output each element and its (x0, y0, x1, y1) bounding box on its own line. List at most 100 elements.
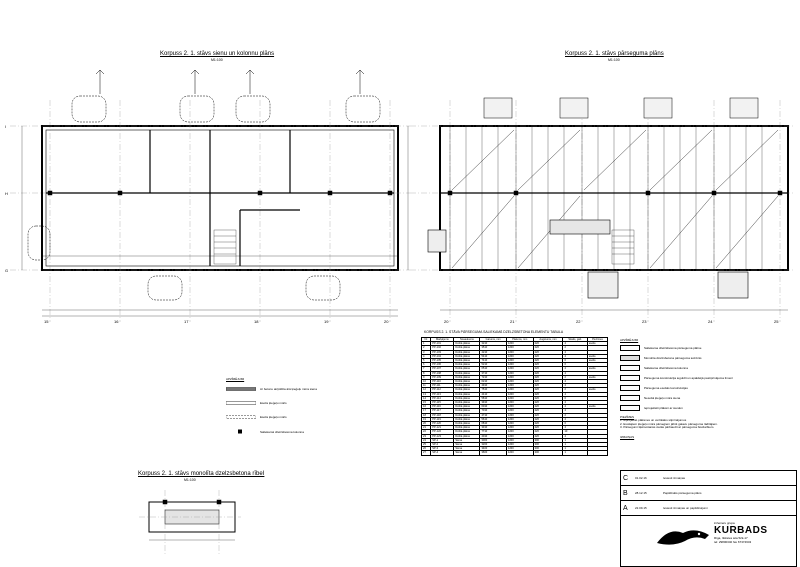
company-name: KURBADS (714, 525, 768, 536)
revision-mark: A (623, 504, 628, 512)
note-item: 1. Ieprojektēt plāksnes un vertikālos st… (620, 418, 687, 422)
legend-right-item: Pārseguma esošās konstrukcijas (620, 385, 795, 391)
legend-right-label: Saliekama dzelzsbetona pārseguma plātne (644, 346, 702, 350)
element-table: Nr. Marķējums Nosaukums Garums, mm Platu… (420, 336, 609, 456)
table-cell (586, 450, 609, 456)
kurbads-logo-icon (657, 530, 709, 545)
axis-col-label: 25 (774, 319, 779, 324)
axis-row-label: H (5, 191, 8, 196)
table-header-row: Nr. Marķējums Nosaukums Garums, mm Platu… (420, 336, 609, 343)
legend-right-item: Pārseguma konstrukcija ieguldīt un apakš… (620, 375, 795, 381)
left-plan-scale: M1:100 (211, 58, 223, 62)
revision-text: Ieviesti izmaiņas un papildinājumi (663, 506, 708, 510)
legend-swatch (620, 385, 640, 391)
right-plan-scale: M1:100 (608, 58, 620, 62)
left-plan-axis-labels: 15 16 17 18 19 20 I H G (0, 0, 420, 340)
company-address: Rīga, Ilūkstes iela 52k-17 (714, 536, 748, 540)
axis-col-label: 20 (444, 319, 449, 324)
right-plan-drawing (410, 97, 795, 322)
legend-right-label: Nesošā ķieģeļu mūra siena (644, 396, 681, 400)
legend-right-label: Ieprojektēti plāksni ar sienām (644, 406, 683, 410)
legend-left: APZĪMĒJUMI Ar betonu aizpildīta ārā ķieģ… (226, 377, 317, 434)
legend-right-label: Pārseguma esošās konstrukcijas (644, 386, 688, 390)
axis-row-label: I (5, 124, 7, 129)
table-header: Skaits, gab. (562, 336, 588, 343)
table-header: Piezīmes (586, 336, 609, 343)
revision-date: 01.02.16 (635, 476, 647, 480)
legend-right-item: Nesošā ķieģeļu mūra siena (620, 395, 795, 401)
rib-detail-scale: M1:100 (184, 478, 196, 482)
legend-left-item: Esošs ķieģeļu mūris (226, 401, 317, 405)
left-plan-title: Korpuss 2. 1. stāvs sienu un kolonnu plā… (160, 51, 275, 57)
legend-left-item: Ar betonu aizpildīta ārā ķieģeļu mūra si… (226, 387, 317, 391)
table-cell: 1 (562, 450, 588, 456)
company-block: inženieru grupa KURBADS Rīga, Ilūkstes i… (714, 521, 768, 544)
revision-date: 22.09.15 (635, 506, 647, 510)
table-cell: Siena (453, 450, 481, 456)
revision-row: C 01.02.16 Ieviesti izmaiņas (621, 471, 796, 486)
axis-col-label: 24 (708, 319, 713, 324)
table-header: Garums, mm (479, 336, 507, 343)
axis-col-label: 18 (254, 319, 259, 324)
left-plan-drawing (10, 69, 410, 322)
axis-col-label: 17 (184, 319, 189, 324)
axis-col-label: 20 (384, 319, 389, 324)
legend-right-label: Pārseguma konstrukcija ieguldīt un apakš… (644, 376, 733, 380)
legend-swatch (620, 405, 640, 411)
axis-row-label: G (5, 268, 9, 273)
legend-swatch (620, 345, 640, 351)
notes-heading: PIEZĪMES (620, 415, 635, 419)
revision-mark: B (623, 489, 628, 497)
brick-wall-symbol (226, 401, 256, 405)
company-phone: tel: 29800340 fax 67374643 (714, 540, 752, 544)
axis-col-label: 16 (114, 319, 119, 324)
legend-swatch (620, 365, 640, 371)
revision-row: A 22.09.15 Ieviesti izmaiņas un papildināj… (621, 501, 796, 516)
axis-col-label: 21 (510, 319, 515, 324)
notes-list: 1. Ieprojektēt plāksnes un vertikālos st… (620, 418, 795, 430)
column-symbol (238, 429, 242, 434)
legend-left-item: Esošs ķieģeļu mūris (226, 415, 317, 419)
rib-detail-title: Korpuss 2. 1. stāvs monolīta dzelzsbeton… (138, 471, 265, 477)
revision-mark: C (623, 474, 629, 482)
revision-text: Ieviesti izmaiņas (663, 476, 686, 480)
legend-right-item: Saliekama dzelzsbetona pārseguma plātne (620, 345, 795, 351)
legend-right: APZĪMĒJUMI Saliekama dzelzsbetona pārseg… (620, 338, 795, 439)
note-item: 2. Esošajiem ķieģeļu mūra pārsegiem jābū… (620, 421, 718, 426)
note-item: 3. Pārsegumi šķērsošanās vietās pārbaudī… (620, 425, 715, 430)
table-cell: 3600 (479, 450, 507, 456)
axis-col-label: 22 (576, 319, 581, 324)
revision-row: B 28.12.15 Papildināts pārseguma plāns (621, 486, 796, 501)
legend-swatch (620, 355, 640, 361)
table-cell: 300 (532, 450, 564, 456)
legend-right-label: Saliekama dzelzsbetona kolonna (644, 366, 688, 370)
rib-detail-drawing (139, 490, 241, 554)
legend-right-item: Ieprojektēti plāksni ar sienām (620, 405, 795, 411)
axis-col-label: 15 (44, 319, 49, 324)
table-header: Marķējums (430, 336, 455, 343)
legend-left-item: Saliekamā dzelzsbetona kolonna (226, 429, 317, 434)
revisions-heading: IZMAIŅAS (620, 434, 635, 439)
legend-left-heading: APZĪMĒJUMI (226, 377, 245, 381)
table-cell: SP-4 (430, 450, 455, 456)
revision-text: Papildināts pārseguma plāns (663, 491, 702, 495)
legend-swatch (620, 395, 640, 401)
legend-right-item: Saliekama dzelzsbetona kolonna (620, 365, 795, 371)
legend-right-label: Monolīta dzelzsbetona pārseguma iecirkni… (644, 356, 702, 360)
table-cell: 1200 (505, 450, 534, 456)
table-cell: 27 (420, 450, 432, 456)
revision-date: 28.12.15 (635, 491, 647, 495)
legend-swatch (620, 375, 640, 381)
table-header: Nr. (420, 336, 432, 343)
element-table-title: KORPUSS 2. 1. STĀVA PĀRSEGUMA SALIEKAMĀ … (424, 330, 564, 334)
